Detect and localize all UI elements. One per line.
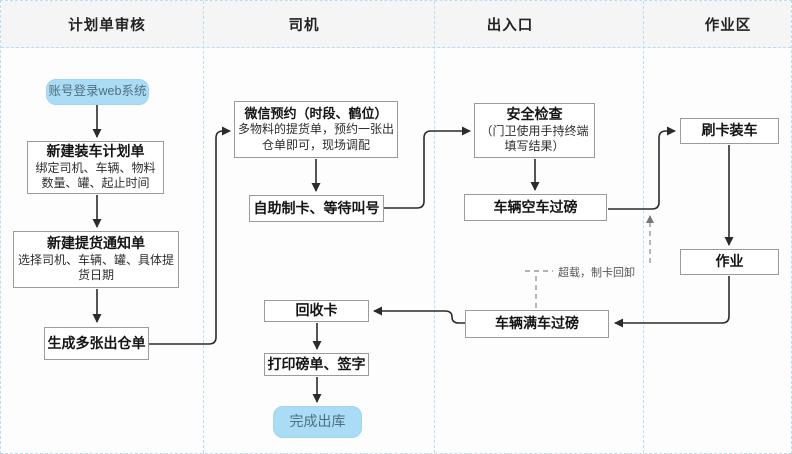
lane-header-driver: 司机 xyxy=(288,17,320,34)
edge-empty-weigh-to-swipe xyxy=(608,126,676,210)
login-web-node: 账号登录web系统 xyxy=(46,79,149,105)
lane-header-work-area: 作业区 xyxy=(704,17,752,34)
wechat-booking-node: 微信预约（时段、鹤位） 多物料的提货单，预约一张出仓单即可，现场调配 xyxy=(234,101,398,158)
work-node: 作业 xyxy=(680,249,779,275)
safety-check-node: 安全检查 （门卫使用手持终端填写结果） xyxy=(474,103,595,158)
lane-divider-3 xyxy=(643,1,644,453)
work-title: 作业 xyxy=(715,253,744,270)
swipe-load-node: 刷卡装车 xyxy=(680,118,779,144)
empty-weigh-node: 车辆空车过磅 xyxy=(464,194,607,221)
generate-orders-title: 生成多张出仓单 xyxy=(47,334,146,351)
create-pickup-notice-subtitle: 选择司机、车辆、罐、具体提货日期 xyxy=(17,252,174,283)
overload-annotation: 超载，制卡回卸 xyxy=(558,267,635,279)
full-weigh-title: 车辆满车过磅 xyxy=(495,315,579,332)
full-weigh-node: 车辆满车过磅 xyxy=(465,310,609,338)
lane-header-band xyxy=(1,1,791,48)
create-loading-plan-node: 新建装车计划单 绑定司机、车辆、物料数量、罐、起止时间 xyxy=(27,141,164,194)
finish-outbound-label: 完成出库 xyxy=(289,413,346,430)
swipe-load-title: 刷卡装车 xyxy=(701,122,758,139)
create-pickup-notice-title: 新建提货通知单 xyxy=(47,235,145,252)
create-loading-plan-subtitle: 绑定司机、车辆、物料数量、罐、起止时间 xyxy=(35,160,156,191)
safety-check-subtitle: （门卫使用手持终端填写结果） xyxy=(480,123,589,154)
self-card-title: 自助制卡、等待叫号 xyxy=(253,199,380,216)
lane-divider-1 xyxy=(203,1,204,453)
lane-header-gate: 出入口 xyxy=(486,17,534,34)
create-loading-plan-title: 新建装车计划单 xyxy=(46,143,145,160)
print-sign-title: 打印磅单、签字 xyxy=(267,355,366,372)
wechat-booking-subtitle: 多物料的提货单，预约一张出仓单即可，现场调配 xyxy=(238,122,395,152)
finish-outbound-node: 完成出库 xyxy=(273,406,362,438)
generate-orders-node: 生成多张出仓单 xyxy=(44,327,149,360)
wechat-booking-title: 微信预约（时段、鹤位） xyxy=(244,105,388,121)
empty-weigh-title: 车辆空车过磅 xyxy=(493,198,578,215)
safety-check-title: 安全检查 xyxy=(506,106,563,123)
edge-work-to-full-weigh xyxy=(614,276,730,328)
recycle-card-node: 回收卡 xyxy=(264,300,369,322)
create-pickup-notice-node: 新建提货通知单 选择司机、车辆、罐、具体提货日期 xyxy=(13,231,179,288)
lane-header-plan-review: 计划单审核 xyxy=(68,17,146,34)
print-sign-node: 打印磅单、签字 xyxy=(264,353,369,376)
recycle-card-title: 回收卡 xyxy=(295,302,338,319)
edge-full-weigh-to-recycle xyxy=(373,306,465,324)
self-card-node: 自助制卡、等待叫号 xyxy=(249,195,384,222)
login-web-label: 账号登录web系统 xyxy=(48,84,147,99)
lane-divider-2 xyxy=(434,1,435,453)
